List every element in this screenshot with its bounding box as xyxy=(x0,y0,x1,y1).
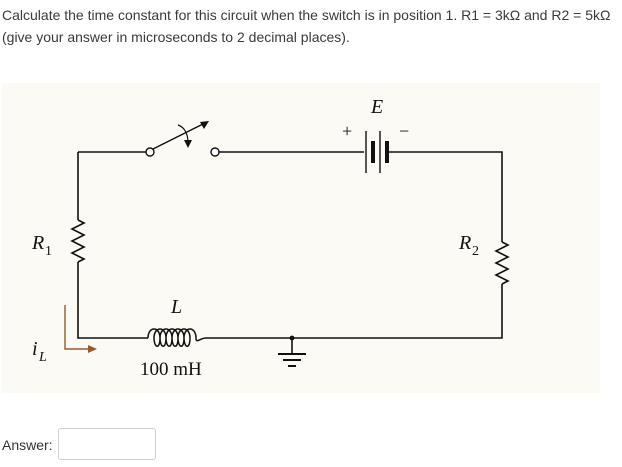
answer-input[interactable] xyxy=(58,428,156,460)
inductor-label: L xyxy=(170,296,182,318)
r1-label: R xyxy=(31,232,44,254)
switch-contact-right xyxy=(210,147,220,157)
battery-label: E xyxy=(370,96,383,118)
bottom-left-wire xyxy=(77,262,148,339)
inductor-value: 100 mH xyxy=(140,359,202,380)
ground-node xyxy=(289,335,295,341)
r1-resistor xyxy=(70,219,86,263)
r2-label: R xyxy=(458,232,471,254)
top-right-wire xyxy=(388,151,503,242)
circuit-figure: E + − R 1 R 2 L 100 mH i L xyxy=(2,83,600,393)
answer-row: Answer: xyxy=(2,428,302,462)
switch-blade xyxy=(152,121,208,150)
current-arrowhead xyxy=(88,345,97,353)
current-subscript: L xyxy=(38,350,47,365)
r2-resistor xyxy=(494,241,510,285)
bottom-right-wire xyxy=(206,284,503,339)
answer-label: Answer: xyxy=(2,437,53,453)
switch-contact-left xyxy=(145,147,155,157)
switch-position-arrowhead xyxy=(184,140,192,148)
current-arrow-path xyxy=(64,305,90,350)
r1-subscript: 1 xyxy=(45,244,52,259)
battery-minus-label: − xyxy=(399,121,409,141)
battery-plus-label: + xyxy=(342,121,352,141)
inductor-coil xyxy=(147,328,207,347)
question-text: Calculate the time constant for this cir… xyxy=(2,7,611,45)
r2-subscript: 2 xyxy=(472,244,479,259)
circuit-diagram: E + − R 1 R 2 L 100 mH i L xyxy=(31,96,510,380)
current-label: i xyxy=(32,338,38,360)
switch-blade-arrowhead xyxy=(200,121,209,129)
